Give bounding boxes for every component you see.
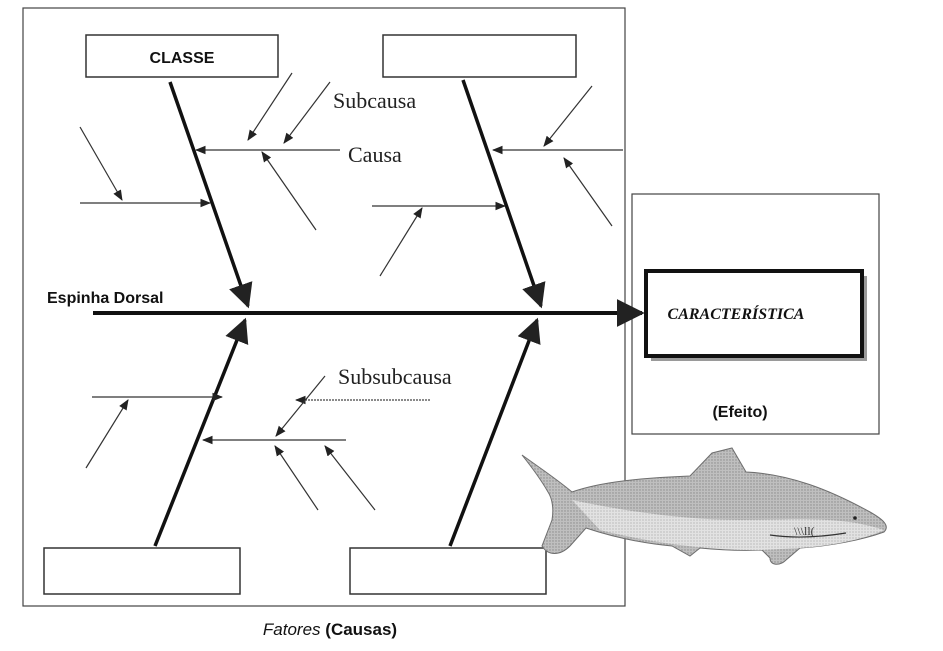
subcause-arrow (274, 445, 319, 511)
shark-marks: \\\ll( (794, 524, 815, 538)
bone-top-left (168, 81, 253, 309)
class-box-top-right (382, 34, 577, 78)
class-label: CLASSE (150, 50, 215, 67)
subcause-arrow (563, 157, 613, 227)
subcause-arrow (275, 375, 326, 437)
effect-label: CARACTERÍSTICA (668, 304, 805, 323)
subcause-arrow (543, 85, 593, 147)
effect-caption: (Efeito) (712, 404, 767, 421)
cause-label: Causa (348, 142, 402, 167)
class-box-bottom-right (349, 547, 547, 595)
bone-bottom-left (153, 317, 249, 547)
subcause-arrow (247, 72, 293, 141)
shark-illustration: \\\ll( (521, 447, 887, 565)
backbone-label: Espinha Dorsal (47, 290, 163, 307)
subcause-arrow (324, 445, 376, 511)
subcause-arrow (261, 151, 317, 231)
class-box-bottom-left (43, 547, 241, 595)
subsubcause-label: Subsubcausa (338, 364, 452, 389)
subcause-arrow (379, 207, 423, 277)
subcause-arrow (85, 399, 129, 469)
subcause-arrow (79, 126, 123, 201)
subcause-label: Subcausa (333, 88, 416, 113)
footer-causes: (Causas) (325, 620, 398, 639)
class-box-top-left (85, 34, 279, 78)
effect-box (644, 269, 864, 358)
footer-factors: Fatores (262, 620, 321, 639)
diagram-frame (22, 7, 626, 607)
bone-top-right (461, 79, 546, 309)
subcause-arrow (283, 81, 331, 144)
bone-bottom-right (448, 317, 541, 547)
footer-caption: Fatores (Causas) (0, 620, 660, 640)
